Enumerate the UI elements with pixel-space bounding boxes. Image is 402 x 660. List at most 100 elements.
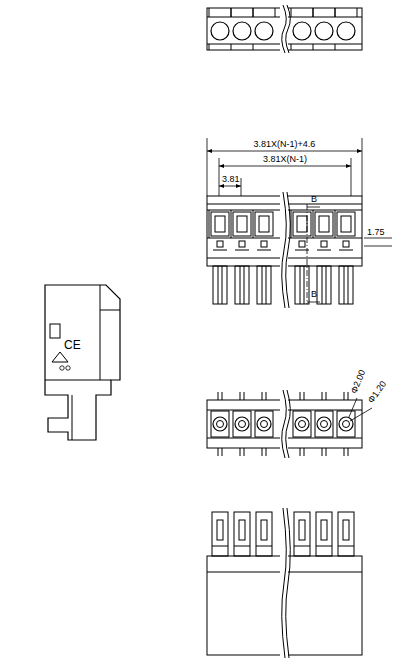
- break-line: [282, 390, 287, 458]
- outline-stroke: [322, 392, 323, 400]
- outline-stroke: [322, 266, 323, 304]
- outline-stroke: [240, 392, 241, 400]
- outline-stroke: [313, 8, 314, 17]
- wire-entry-hole: [337, 22, 355, 40]
- pin-body: [339, 266, 353, 304]
- break-line: [282, 5, 287, 53]
- dimension-line: [207, 151, 362, 152]
- outline-stroke: [231, 8, 232, 17]
- clamp-window: [237, 216, 247, 232]
- socket-slot: [321, 520, 327, 540]
- pin-body: [317, 266, 331, 304]
- outline-stroke: [339, 250, 353, 251]
- screw-opening: [315, 212, 333, 236]
- outline-stroke: [294, 546, 310, 547]
- pin-collar: [239, 241, 245, 247]
- pin-socket: [212, 512, 228, 556]
- outline-stroke: [300, 266, 301, 304]
- outline-stroke: [218, 392, 219, 400]
- outline-stroke: [45, 380, 111, 381]
- break-line: [286, 5, 291, 53]
- outline-stroke: [317, 250, 331, 251]
- break-line: [282, 508, 287, 658]
- outline-stroke: [222, 392, 223, 400]
- outline-stroke: [244, 266, 245, 304]
- screw-opening: [293, 212, 311, 236]
- screw-view: [207, 390, 372, 458]
- screw-head: [213, 417, 227, 431]
- latch-notch: [50, 324, 60, 338]
- outline-stroke: [218, 448, 219, 456]
- clamp-window: [215, 216, 225, 232]
- rear-view: [207, 508, 362, 658]
- dimension-arrow: [219, 164, 224, 168]
- pin-socket: [256, 512, 272, 556]
- dimension-label: 3.81: [222, 175, 240, 184]
- side-view: [45, 285, 120, 440]
- screw-pocket: [233, 411, 251, 437]
- outline-stroke: [266, 392, 267, 400]
- outline-stroke: [262, 392, 263, 400]
- screw-pocket: [293, 411, 311, 437]
- screw-slot: [239, 421, 246, 428]
- pin-socket: [316, 512, 332, 556]
- outline-stroke: [291, 44, 292, 50]
- pin-collar: [217, 241, 223, 247]
- socket-slot: [261, 520, 267, 540]
- approval-mark: [60, 366, 64, 370]
- dimension-line: [364, 238, 392, 239]
- screw-slot: [261, 421, 268, 428]
- pin-body: [257, 266, 271, 304]
- dimension-label: 3.81X(N-1): [263, 155, 307, 164]
- wire-entry-hole: [293, 22, 311, 40]
- screw-head: [317, 417, 331, 431]
- outline-stroke: [244, 392, 245, 400]
- outline-stroke: [348, 392, 349, 400]
- outline-stroke: [357, 8, 358, 17]
- screw-pocket: [211, 411, 229, 437]
- outline-stroke: [335, 210, 336, 238]
- break-line: [286, 192, 291, 308]
- diameter-label: Φ1.20: [367, 380, 389, 405]
- outline-stroke: [335, 44, 336, 50]
- screw-slot: [217, 421, 224, 428]
- pin-collar: [299, 241, 305, 247]
- dimension-arrow: [346, 164, 351, 168]
- outline-stroke: [209, 8, 210, 17]
- outline-stroke: [212, 546, 228, 547]
- screw-head: [257, 417, 271, 431]
- screw-opening: [337, 212, 355, 236]
- extension-line: [207, 138, 208, 196]
- pin-collar: [343, 241, 349, 247]
- screw-slot: [299, 421, 306, 428]
- outline-stroke: [213, 250, 227, 251]
- outline-stroke: [304, 448, 305, 456]
- extension-line: [241, 178, 242, 196]
- outline-stroke: [344, 448, 345, 456]
- outline-stroke: [300, 392, 301, 400]
- leader-line: [350, 408, 372, 421]
- break-line: [286, 508, 291, 658]
- clamp-window: [341, 216, 351, 232]
- section-line: [307, 207, 320, 208]
- outline-stroke: [344, 266, 345, 304]
- outline-stroke: [253, 44, 254, 50]
- dimension-arrow: [357, 149, 362, 153]
- outline-stroke: [253, 210, 254, 238]
- dimension-arrow: [236, 184, 241, 188]
- outline-stroke: [266, 266, 267, 304]
- outline-stroke: [218, 266, 219, 304]
- screw-pocket: [337, 411, 355, 437]
- outline-stroke: [244, 448, 245, 456]
- screw-head: [235, 417, 249, 431]
- wire-entry-hole: [315, 22, 333, 40]
- outline-stroke: [316, 546, 332, 547]
- outline-stroke: [344, 392, 345, 400]
- leader-line: [349, 398, 357, 417]
- wire-entry-hole: [255, 22, 273, 40]
- outline-stroke: [275, 8, 276, 17]
- outline-stroke: [335, 8, 336, 17]
- pin-socket: [338, 512, 354, 556]
- section-line: [307, 204, 308, 304]
- extension-line: [362, 138, 363, 196]
